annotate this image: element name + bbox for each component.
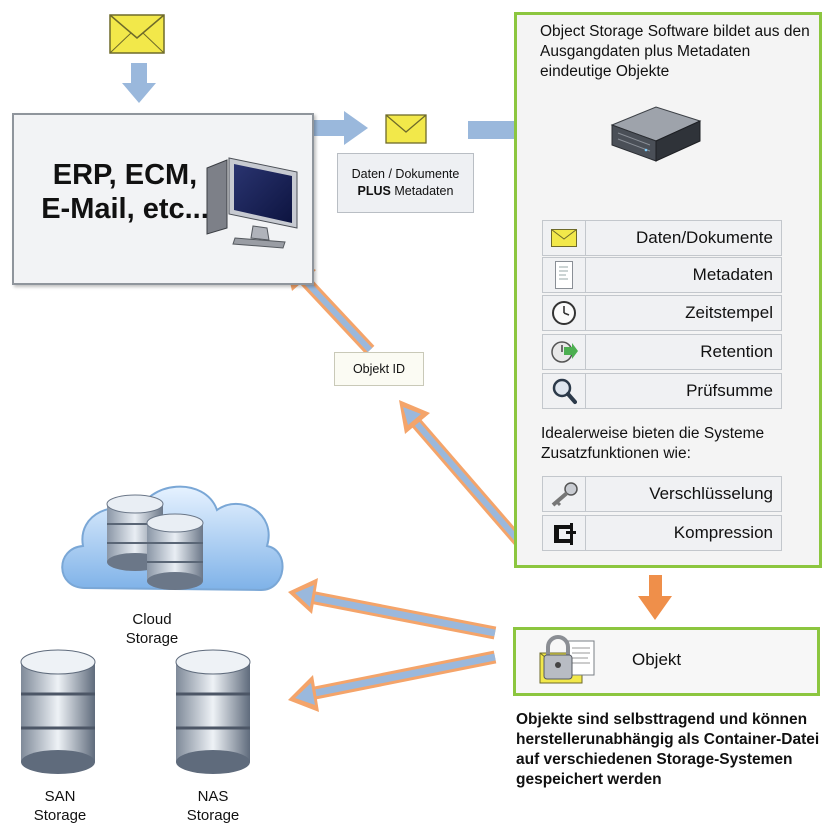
erp-label: ERP, ECM, E-Mail, etc... [40, 158, 210, 226]
envelope-icon [109, 14, 165, 54]
server-icon [610, 106, 702, 162]
clock-icon [543, 296, 586, 330]
row-label: Retention [700, 342, 773, 361]
row-label: Zeitstempel [685, 303, 773, 322]
key-icon [543, 477, 586, 511]
arrow-erp-to-data [294, 111, 368, 145]
objekt-id-label: Objekt ID [334, 352, 424, 386]
san-storage-icon [20, 649, 96, 774]
magnifier-icon [543, 374, 586, 408]
cloud-storage-label: Cloud Storage [107, 610, 197, 648]
row-kompression: Kompression [542, 515, 782, 551]
row-verschluesselung: Verschlüsselung [542, 476, 782, 512]
row-label: Prüfsumme [686, 381, 773, 400]
storage-label-line: Cloud [132, 611, 172, 628]
erp-label-line: E-Mail, etc... [41, 193, 209, 225]
storage-label-line: Storage [186, 807, 240, 824]
erp-label-line: ERP, ECM, [52, 159, 198, 191]
row-label: Daten/Dokumente [635, 228, 773, 247]
retention-icon [543, 335, 586, 369]
arrow-objekt-to-cloud [288, 578, 497, 640]
cloud-storage-icon [61, 485, 284, 592]
extra-features-intro: Idealerweise bieten die Systeme Zusatzfu… [541, 425, 765, 462]
nas-storage-icon [175, 649, 251, 774]
metadaten-text: Metadaten [390, 184, 454, 198]
objekt-label: Objekt [632, 650, 682, 669]
row-retention: Retention [542, 334, 782, 370]
san-storage-label: SAN Storage [20, 787, 100, 825]
arrow-down-into-erp [122, 63, 156, 103]
storage-label-line: SAN [44, 788, 76, 805]
document-icon [543, 258, 586, 292]
arrow-objekt-to-san-nas [288, 650, 497, 712]
daten-line-2: PLUS Metadaten [338, 183, 473, 200]
daten-dokumente-label: Daten / Dokumente PLUS Metadaten [337, 153, 474, 213]
nas-storage-label: NAS Storage [173, 787, 253, 825]
computer-icon [206, 157, 298, 249]
row-metadaten: Metadaten [542, 257, 782, 293]
row-pruefsumme: Prüfsumme [542, 373, 782, 409]
plus-bold: PLUS [357, 184, 391, 198]
storage-label-line: NAS [197, 788, 229, 805]
storage-label-line: Storage [33, 807, 87, 824]
daten-line: Daten / Dokumente [351, 167, 460, 181]
objekt-description: Objekte sind selbsttragend und können he… [516, 711, 820, 788]
row-label: Kompression [673, 523, 773, 542]
arrow-to-objekt-id [399, 400, 527, 549]
erp-system-box [12, 113, 314, 285]
object-storage-title: Object Storage Software bildet aus den A… [540, 23, 810, 80]
envelope-icon [543, 221, 586, 255]
storage-label-line: Storage [125, 630, 179, 647]
arrow-storage-to-objekt [638, 575, 672, 620]
row-daten-dokumente: Daten/Dokumente [542, 220, 782, 256]
locked-object-icon [539, 635, 595, 684]
envelope-icon [385, 114, 427, 144]
row-zeitstempel: Zeitstempel [542, 295, 782, 331]
row-label: Verschlüsselung [649, 484, 773, 503]
row-label: Metadaten [692, 265, 773, 284]
clamp-icon [543, 516, 586, 550]
